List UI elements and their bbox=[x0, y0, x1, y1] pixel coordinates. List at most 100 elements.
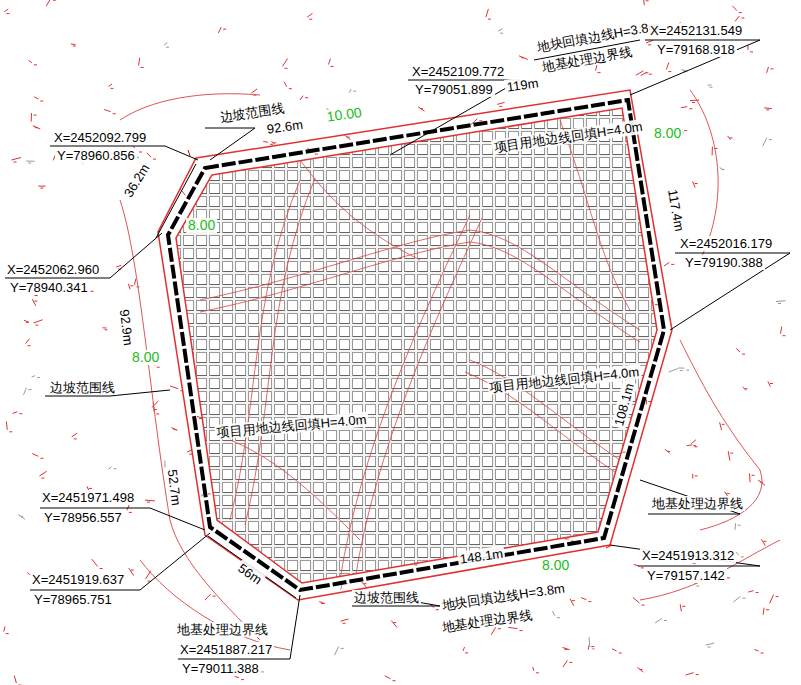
coordinate-label: X=2452131.549 bbox=[648, 23, 744, 38]
terrain-mark bbox=[735, 523, 741, 530]
coordinate-label: X=2452062.960 bbox=[5, 262, 101, 277]
terrain-mark bbox=[748, 591, 758, 593]
coordinate-label: Y=78956.557 bbox=[42, 510, 124, 525]
terrain-mark bbox=[46, 0, 56, 6]
terrain-mark bbox=[104, 110, 116, 114]
terrain-mark bbox=[533, 667, 539, 673]
terrain-mark bbox=[508, 627, 522, 630]
terrain-mark bbox=[641, 72, 652, 75]
terrain-mark bbox=[678, 368, 689, 370]
terrain-mark bbox=[644, 0, 649, 5]
terrain-mark bbox=[26, 339, 31, 346]
offset-value: 8.00 bbox=[186, 218, 217, 233]
offset-value: 8.00 bbox=[130, 350, 161, 365]
terrain-mark bbox=[563, 648, 570, 650]
terrain-mark bbox=[235, 677, 245, 680]
terrain-mark bbox=[14, 676, 21, 685]
terrain-mark bbox=[164, 43, 169, 48]
terrain-mark bbox=[319, 602, 325, 604]
terrain-mark bbox=[463, 647, 468, 653]
terrain-mark bbox=[686, 673, 699, 676]
terrain-mark bbox=[39, 471, 46, 478]
terrain-mark bbox=[781, 327, 786, 336]
terrain-mark bbox=[570, 599, 575, 606]
terrain-mark bbox=[733, 596, 745, 602]
coordinate-label: X=2451919.637 bbox=[30, 572, 126, 587]
terrain-mark bbox=[666, 62, 671, 71]
coordinate-label: Y=78940.341 bbox=[8, 280, 90, 295]
terrain-mark bbox=[4, 9, 9, 13]
terrain-mark bbox=[743, 387, 748, 391]
offset-value: 10.00 bbox=[324, 105, 365, 125]
annotation-label: 边坡范围线 bbox=[352, 590, 421, 605]
terrain-mark bbox=[129, 568, 134, 576]
terrain-mark bbox=[345, 135, 351, 140]
terrain-mark bbox=[733, 6, 742, 13]
terrain-mark bbox=[307, 13, 312, 19]
terrain-mark bbox=[664, 262, 674, 266]
terrain-mark bbox=[563, 660, 573, 667]
terrain-mark bbox=[770, 595, 779, 604]
terrain-mark bbox=[24, 388, 32, 395]
terrain-mark bbox=[33, 320, 42, 325]
annotation-label: 地块回填边线H=3.8m bbox=[439, 580, 568, 613]
terrain-mark bbox=[218, 27, 226, 33]
terrain-mark bbox=[646, 40, 653, 45]
coordinate-label: X=2452092.799 bbox=[52, 130, 148, 145]
terrain-mark bbox=[763, 608, 769, 615]
coordinate-label: Y=79190.388 bbox=[683, 255, 765, 270]
terrain-mark bbox=[271, 141, 276, 145]
terrain-mark bbox=[687, 445, 698, 447]
terrain-mark bbox=[72, 433, 78, 439]
annotation-label: 92.6m bbox=[264, 116, 306, 136]
terrain-mark bbox=[693, 182, 698, 188]
coordinate-label: Y=78965.751 bbox=[32, 592, 114, 607]
terrain-mark bbox=[349, 89, 356, 93]
terrain-mark bbox=[300, 96, 308, 100]
terrain-mark bbox=[418, 107, 425, 111]
terrain-mark bbox=[24, 320, 29, 322]
annotation-label: 边坡范围线 bbox=[48, 380, 117, 395]
annotation-label: 92.9m bbox=[117, 307, 137, 349]
terrain-mark bbox=[32, 299, 37, 306]
coordinate-label: X=2452109.772 bbox=[410, 64, 506, 79]
terrain-mark bbox=[139, 58, 144, 68]
terrain-mark bbox=[754, 650, 763, 654]
terrain-mark bbox=[736, 348, 745, 354]
coordinate-label: Y=79157.142 bbox=[645, 568, 727, 583]
coordinate-label: Y=79051.899 bbox=[413, 82, 495, 97]
terrain-mark bbox=[283, 59, 288, 69]
terrain-mark bbox=[32, 454, 43, 459]
terrain-mark bbox=[497, 102, 504, 106]
coordinate-label: X=2452016.179 bbox=[678, 236, 774, 251]
terrain-mark bbox=[552, 611, 560, 618]
annotation-label: 117.4m bbox=[665, 186, 688, 234]
offset-value: 8.00 bbox=[652, 126, 683, 141]
terrain-mark bbox=[12, 158, 22, 163]
coordinate-label: Y=78960.856 bbox=[55, 148, 137, 163]
terrain-mark bbox=[763, 138, 772, 147]
terrain-mark bbox=[750, 473, 755, 482]
terrain-mark bbox=[34, 97, 43, 101]
coordinate-label: Y=79011.388 bbox=[180, 661, 261, 676]
terrain-mark bbox=[491, 627, 501, 635]
terrain-mark bbox=[32, 376, 41, 378]
terrain-mark bbox=[665, 449, 670, 453]
terrain-mark bbox=[776, 301, 786, 304]
contour-line bbox=[640, 540, 780, 600]
coordinate-label: X=2451971.498 bbox=[40, 490, 136, 505]
terrain-mark bbox=[385, 676, 396, 681]
terrain-mark bbox=[706, 643, 715, 647]
terrain-mark bbox=[720, 422, 725, 430]
terrain-mark bbox=[147, 153, 156, 159]
terrain-mark bbox=[498, 29, 503, 34]
terrain-mark bbox=[284, 82, 292, 89]
annotation-label: 36.2m bbox=[120, 159, 154, 201]
terrain-mark bbox=[18, 514, 25, 519]
terrain-mark bbox=[31, 113, 36, 122]
terrain-mark bbox=[486, 9, 491, 19]
terrain-mark bbox=[335, 646, 344, 655]
terrain-mark bbox=[764, 108, 772, 110]
terrain-mark bbox=[145, 500, 155, 502]
